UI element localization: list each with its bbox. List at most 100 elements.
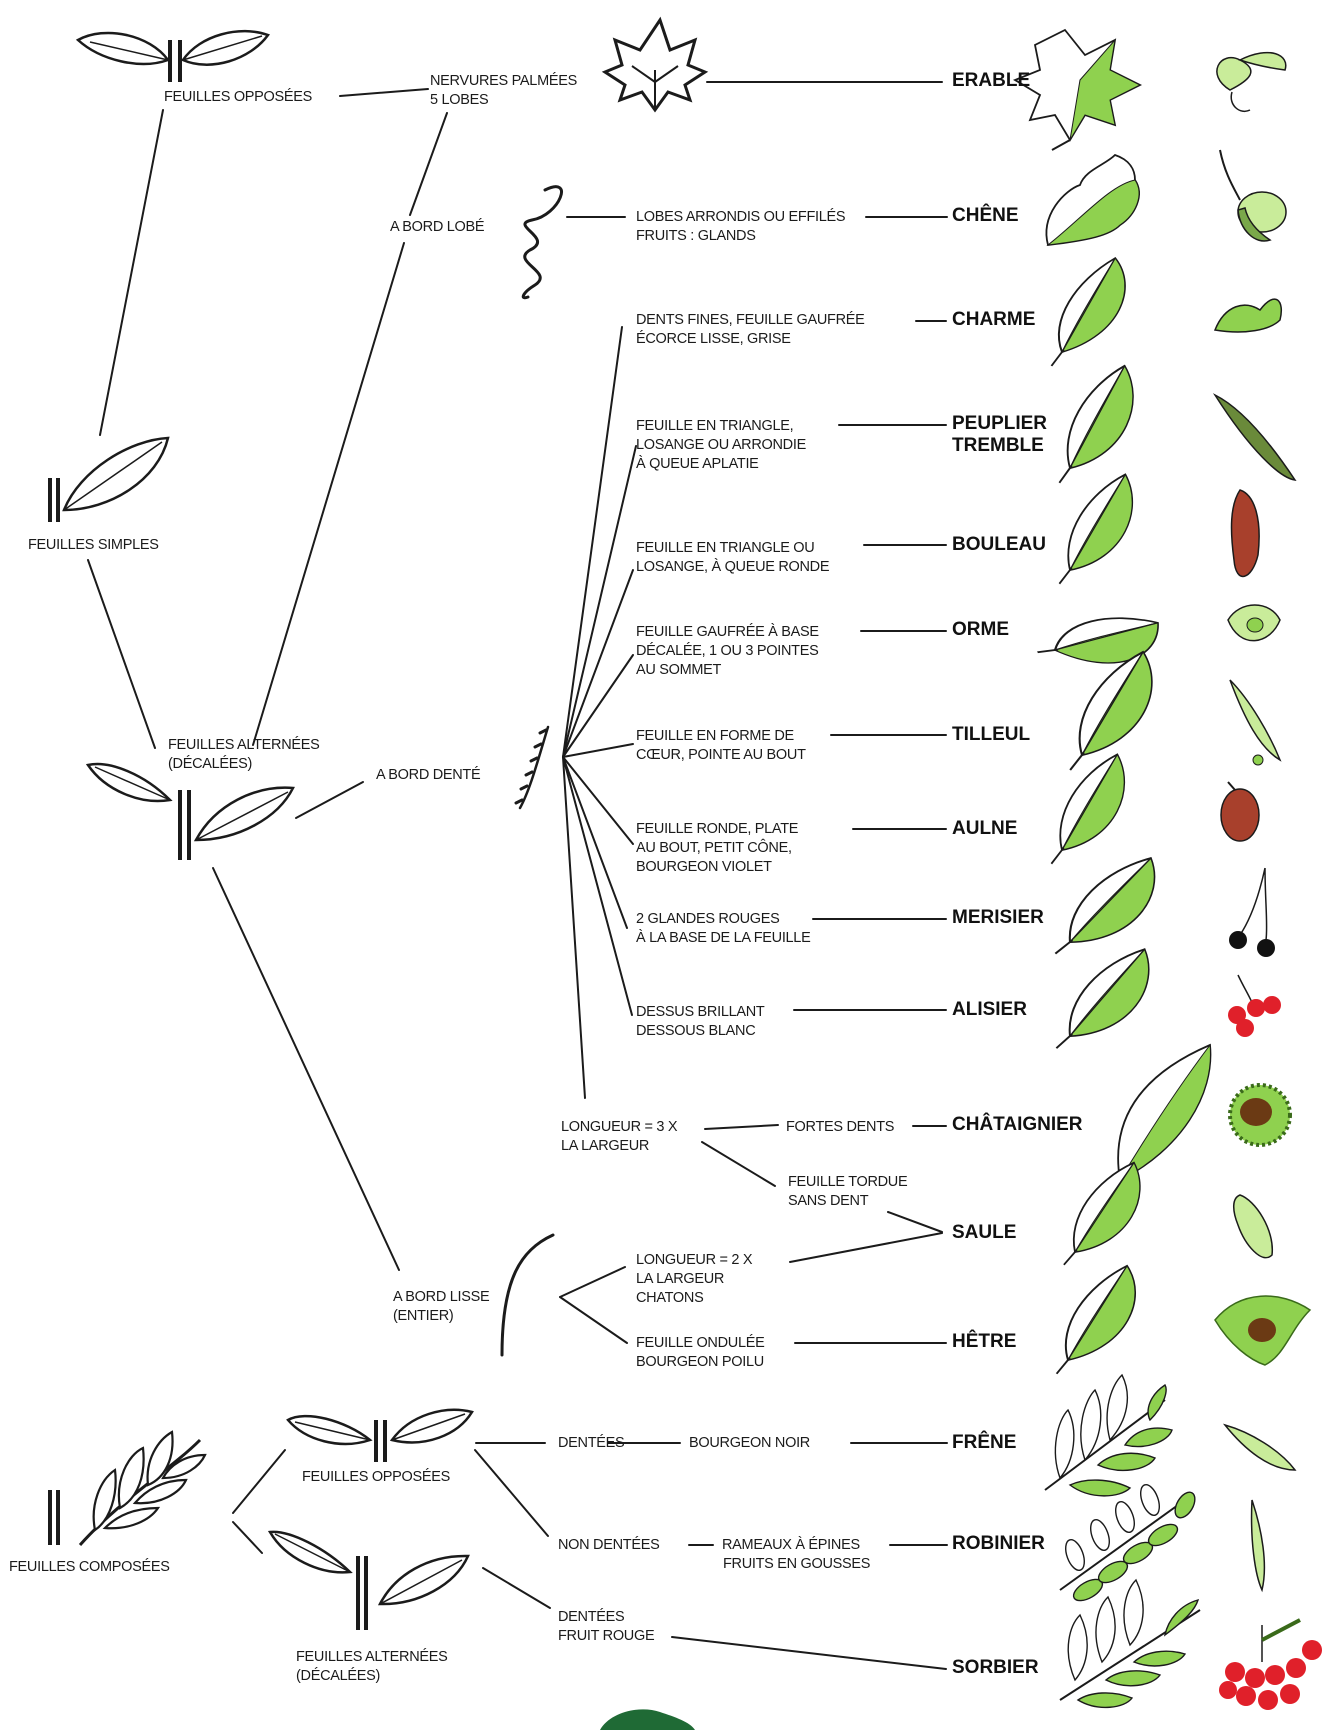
- merisier-leaf-image: [1055, 852, 1155, 960]
- criterion-smooth-edge: A BORD LISSE(ENTIER): [393, 1288, 489, 1326]
- label-compound-opposite: FEUILLES OPPOSÉES: [302, 1468, 450, 1487]
- tree-chataignier: CHÂTAIGNIER: [952, 1114, 1083, 1136]
- aulne-cone-image: [1221, 782, 1259, 841]
- simple-leaf-icon: [50, 438, 168, 522]
- chataignier-burr-image: [1230, 1085, 1290, 1145]
- criterion-red-fruit: DENTÉESFRUIT ROUGE: [558, 1608, 654, 1646]
- tree-sorbier: SORBIER: [952, 1657, 1039, 1679]
- line-opposite-to-palmate: [340, 89, 428, 96]
- toothed-edge-teeth: [516, 730, 546, 803]
- criterion-toothed-compound: DENTÉES: [558, 1434, 624, 1453]
- compound-opposite-leaves-icon: [288, 1410, 472, 1462]
- line-palmate-to-lobed: [410, 113, 447, 215]
- fan-orme: [563, 655, 633, 757]
- chene-leaf-image: [1046, 155, 1139, 245]
- line-alternate-to-toothed: [296, 782, 363, 818]
- aulne-leaf-image: [1041, 754, 1132, 864]
- fan-bouleau: [563, 570, 633, 757]
- bottom-logo-fragment: [600, 1709, 695, 1730]
- criterion-toothed-edge: A BORD DENTÉ: [376, 766, 480, 785]
- peuplier-catkin-image: [1215, 395, 1295, 480]
- criterion-black-bud: BOURGEON NOIR: [689, 1434, 810, 1453]
- label-simple-leaves: FEUILLES SIMPLES: [28, 536, 159, 555]
- line-twisted-to-saule: [888, 1212, 942, 1232]
- compound-leaf-icon: [50, 1432, 205, 1545]
- charme-leaf-image: [1032, 257, 1139, 366]
- line-smooth-to-length2: [560, 1267, 625, 1297]
- erable-samara-image: [1217, 53, 1286, 112]
- saule-leaf-image: [1057, 1162, 1145, 1264]
- tree-merisier: MERISIER: [952, 907, 1044, 929]
- bouleau-catkin-image: [1232, 490, 1260, 576]
- tree-saule: SAULE: [952, 1222, 1016, 1244]
- bouleau-leaf-image: [1049, 474, 1140, 584]
- chene-acorn-image: [1220, 150, 1286, 241]
- tree-erable: ERABLE: [952, 70, 1030, 92]
- tree-aulne: AULNE: [952, 818, 1017, 840]
- orme-samara-image: [1228, 605, 1280, 641]
- compound-alternate-leaves-icon: [270, 1532, 468, 1630]
- lobed-edge-icon: [523, 187, 561, 298]
- line-smooth-to-wavy: [560, 1297, 627, 1343]
- criterion-twisted: FEUILLE TORDUESANS DENT: [788, 1173, 907, 1211]
- criterion-charme: DENTS FINES, FEUILLE GAUFRÉEÉCORCE LISSE…: [636, 311, 864, 349]
- line-opposite-to-simple: [100, 110, 163, 435]
- sorbier-berries-image: [1219, 1620, 1322, 1710]
- tree-bouleau: BOULEAU: [952, 534, 1046, 556]
- tree-hetre: HÊTRE: [952, 1331, 1016, 1353]
- hetre-leaf-image: [1043, 1265, 1145, 1374]
- tilleul-leaf-image: [1055, 651, 1162, 770]
- line-alternate-to-red-fruit: [483, 1568, 550, 1608]
- tree-alisier: ALISIER: [952, 999, 1027, 1021]
- fan-alisier: [563, 757, 632, 1015]
- line-opposite-to-not-toothed: [475, 1450, 548, 1536]
- saule-catkin-image: [1234, 1195, 1273, 1258]
- robinier-pod-image: [1252, 1500, 1265, 1590]
- line-length3-to-teeth: [705, 1125, 778, 1129]
- hetre-fruit-image: [1215, 1296, 1310, 1365]
- fan-tilleul: [563, 744, 633, 757]
- line-red-fruit-to-sorbier: [672, 1637, 946, 1669]
- toothed-edge-icon: [520, 727, 548, 808]
- chataignier-leaf-image: [1118, 1045, 1210, 1180]
- line-length3-to-twisted: [702, 1142, 775, 1186]
- alternate-leaves-icon: [88, 764, 293, 860]
- opposite-leaves-icon: [78, 31, 268, 82]
- label-simple-alternate: FEUILLES ALTERNÉES(DÉCALÉES): [168, 736, 319, 774]
- criterion-strong-teeth: FORTES DENTS: [786, 1118, 894, 1137]
- line-compound-to-opposite: [233, 1450, 285, 1513]
- tree-frene: FRÊNE: [952, 1432, 1016, 1454]
- criterion-lobed-edge: A BORD LOBÉ: [390, 218, 484, 237]
- line-alternate-to-smooth: [213, 868, 399, 1270]
- erable-leaf-image: [1015, 30, 1140, 150]
- tree-robinier: ROBINIER: [952, 1533, 1045, 1555]
- alisier-leaf-image: [1056, 946, 1149, 1051]
- label-simple-opposite: FEUILLES OPPOSÉES: [164, 88, 312, 107]
- tilleul-fruit-image: [1230, 680, 1280, 765]
- frene-samara-image: [1225, 1425, 1295, 1470]
- label-compound-leaves: FEUILLES COMPOSÉES: [9, 1558, 170, 1577]
- charme-fruit-image: [1215, 299, 1281, 332]
- line-length2-to-saule: [790, 1233, 942, 1262]
- line-lobed-to-alternate: [253, 243, 404, 745]
- fan-aulne: [563, 757, 633, 844]
- merisier-cherries-image: [1229, 868, 1275, 957]
- tree-charme: CHARME: [952, 309, 1035, 331]
- criterion-not-toothed: NON DENTÉES: [558, 1536, 659, 1555]
- line-simple-to-alternate: [88, 560, 155, 748]
- alisier-berries-image: [1228, 975, 1281, 1037]
